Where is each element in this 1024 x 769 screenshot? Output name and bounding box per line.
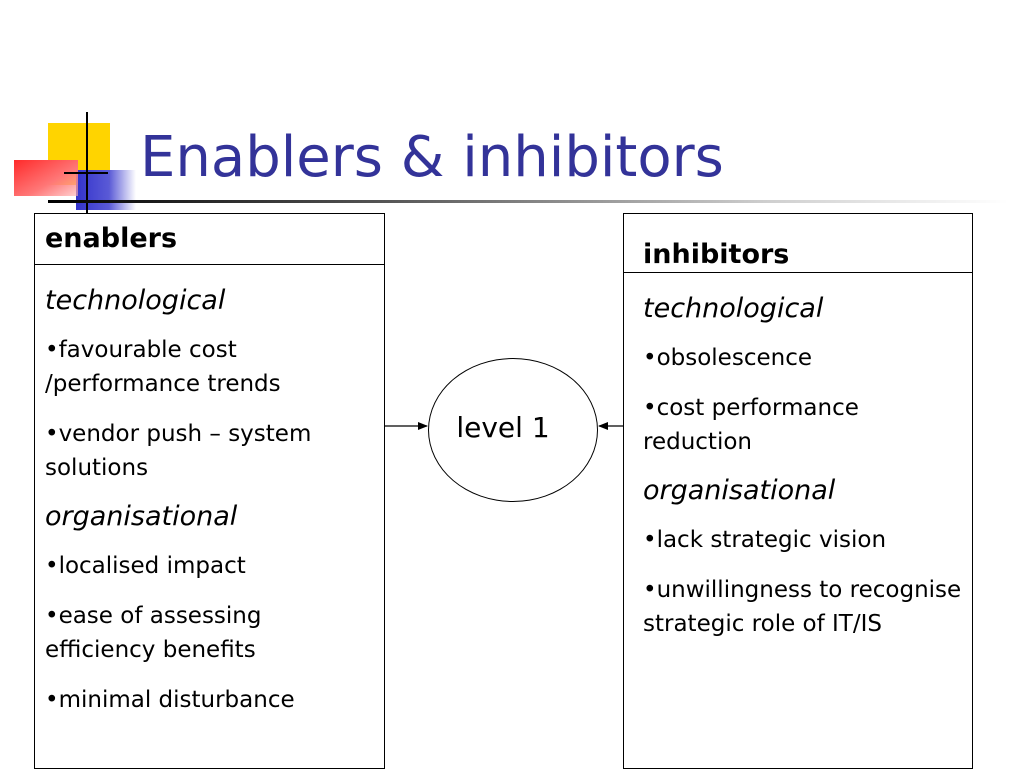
center-label: level 1 <box>456 411 550 444</box>
logo-red-square <box>14 160 78 196</box>
title-underline <box>48 200 1008 203</box>
inhibitors-heading: inhibitors <box>624 214 972 273</box>
inhibitors-organisational-item: •unwillingness to recognise strategic ro… <box>643 577 962 637</box>
enablers-technological-label: technological <box>45 285 226 316</box>
slide-title: Enablers & inhibitors <box>140 125 724 190</box>
logo-vertical-line <box>86 112 88 214</box>
center-ellipse <box>428 358 598 502</box>
inhibitors-box: inhibitors technological •obsolescence •… <box>623 213 973 769</box>
inhibitors-technological-item: •cost performance reduction <box>643 395 859 455</box>
enablers-organisational-item: •localised impact <box>45 553 246 579</box>
inhibitors-organisational-label: organisational <box>643 475 836 506</box>
enablers-box: enablers technological •favourable cost … <box>34 213 385 769</box>
inhibitors-organisational-item: •lack strategic vision <box>643 527 887 553</box>
slide-logo <box>0 0 160 220</box>
enablers-technological-item: •vendor push – system solutions <box>45 421 312 481</box>
inhibitors-technological-label: technological <box>643 293 824 324</box>
inhibitors-body: technological •obsolescence •cost perfor… <box>624 293 972 641</box>
enablers-organisational-label: organisational <box>45 501 238 532</box>
enablers-organisational-item: •minimal disturbance <box>45 687 295 713</box>
inhibitors-technological-item: •obsolescence <box>643 345 812 371</box>
enablers-body: technological •favourable cost /performa… <box>35 285 384 717</box>
logo-horizontal-line <box>64 172 108 174</box>
enablers-technological-item: •favourable cost /performance trends <box>45 337 281 397</box>
enablers-organisational-item: •ease of assessing efficiency benefits <box>45 603 262 663</box>
enablers-heading: enablers <box>35 214 384 265</box>
